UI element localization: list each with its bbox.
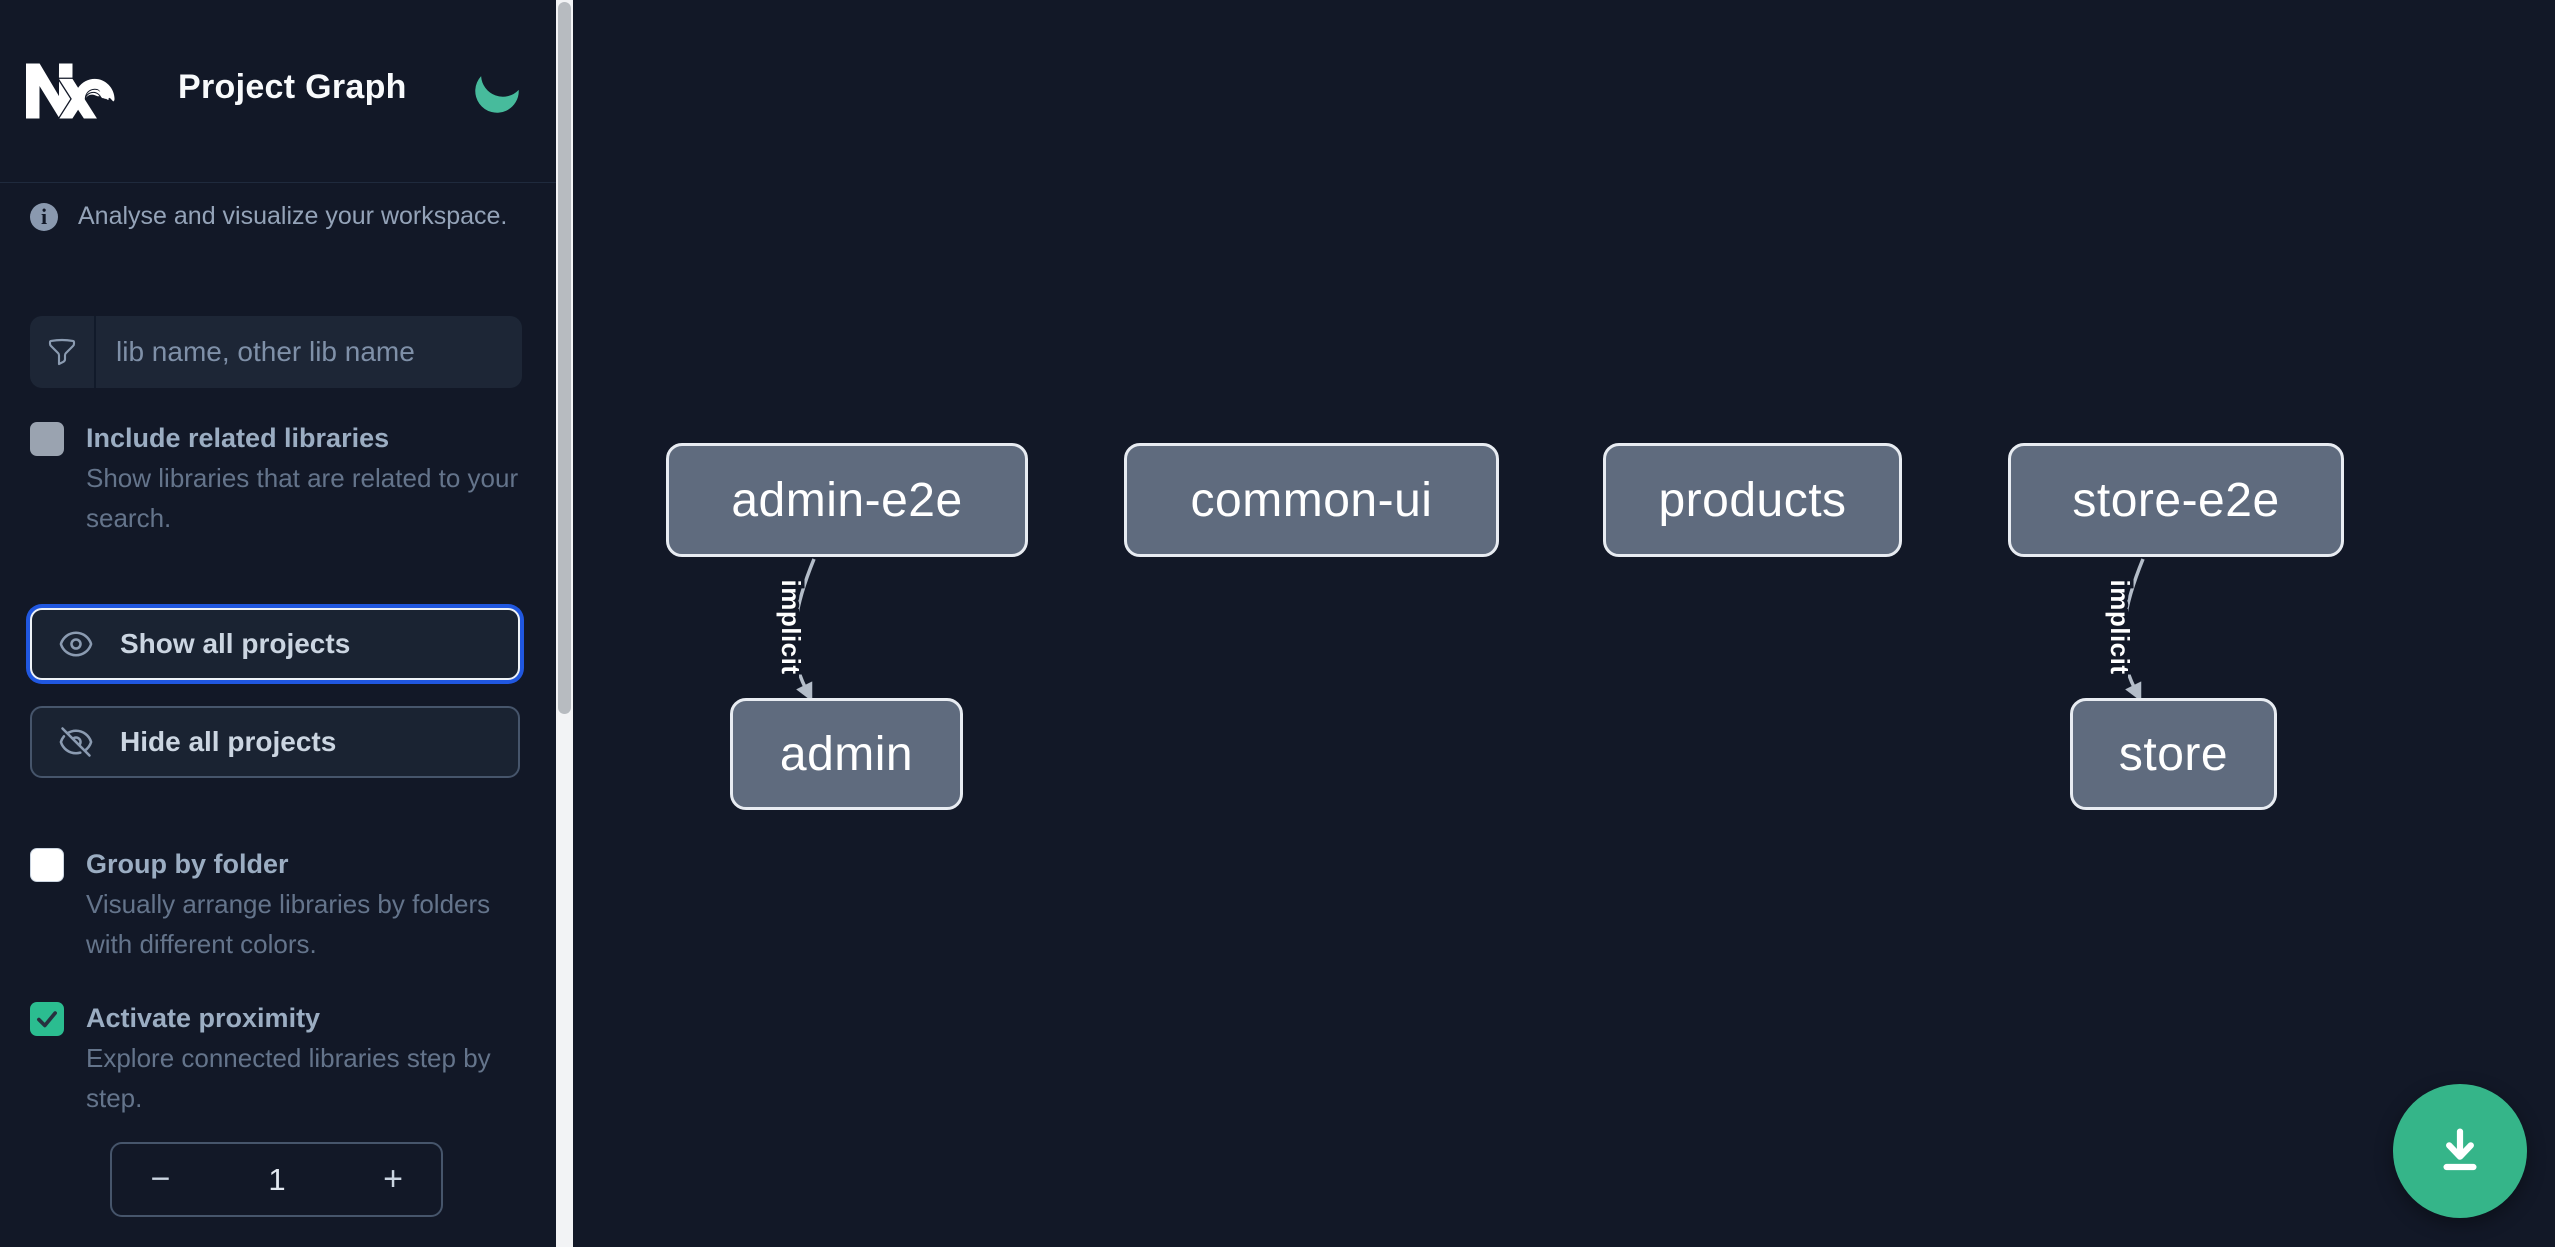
graph-node-admin-e2e[interactable]: admin-e2e: [666, 443, 1028, 557]
toggle-label: Include related libraries: [86, 423, 390, 453]
graph-edge-admin-e2e->admin: [792, 558, 816, 702]
check-icon: [37, 1011, 57, 1028]
button-label: Show all projects: [120, 628, 351, 659]
toggle-label: Activate proximity: [86, 1003, 321, 1033]
include-related-checkbox[interactable]: [30, 422, 64, 456]
download-icon: [2443, 1128, 2477, 1171]
search-box: [30, 316, 522, 388]
eye-icon: [59, 631, 93, 657]
toggle-description: Show libraries that are related to your …: [86, 463, 519, 533]
edge-label: implicit: [776, 579, 806, 674]
hide-all-projects-button[interactable]: Hide all projects: [30, 706, 520, 778]
increment-button[interactable]: +: [345, 1144, 441, 1215]
graph-edge-store-e2e->store: [2121, 558, 2145, 702]
show-all-projects-button[interactable]: Show all projects: [30, 608, 520, 680]
toggle-group-by-folder: Group by folder Visually arrange librari…: [30, 846, 531, 964]
page-title: Project Graph: [178, 68, 407, 106]
tagline-row: i Analyse and visualize your workspace.: [30, 202, 530, 231]
graph-node-admin[interactable]: admin: [730, 698, 963, 810]
scrollbar-thumb[interactable]: [558, 2, 571, 714]
eye-slash-icon: [59, 727, 93, 757]
button-label: Hide all projects: [120, 726, 337, 757]
toggle-label: Group by folder: [86, 849, 289, 879]
moon-icon[interactable]: [458, 52, 535, 129]
sidebar: Project Graph i Analyse and visualize yo…: [0, 0, 556, 1247]
proximity-depth-stepper: − 1 +: [110, 1142, 443, 1217]
filter-icon: [30, 316, 96, 388]
decrement-button[interactable]: −: [112, 1144, 209, 1215]
toggle-description: Visually arrange libraries by folders wi…: [86, 889, 491, 959]
activate-proximity-checkbox[interactable]: [30, 1002, 64, 1036]
graph-node-store[interactable]: store: [2070, 698, 2277, 810]
sidebar-header: Project Graph: [0, 0, 556, 183]
stepper-value: 1: [268, 1161, 286, 1197]
search-input[interactable]: [96, 316, 522, 388]
graph-node-common-ui[interactable]: common-ui: [1124, 443, 1499, 557]
toggle-include-related-libraries: Include related libraries Show libraries…: [30, 420, 531, 538]
info-glyph: i: [40, 203, 48, 229]
toggle-activate-proximity: Activate proximity Explore connected lib…: [30, 1000, 531, 1118]
tagline: Analyse and visualize your workspace.: [78, 202, 508, 230]
graph-node-store-e2e[interactable]: store-e2e: [2008, 443, 2344, 557]
edge-label: implicit: [2105, 579, 2135, 674]
group-by-folder-checkbox[interactable]: [30, 848, 64, 882]
toggle-description: Explore connected libraries step by step…: [86, 1043, 491, 1113]
graph-node-products[interactable]: products: [1603, 443, 1902, 557]
nx-logo: [26, 63, 115, 119]
download-button[interactable]: [2393, 1084, 2527, 1218]
info-icon: i: [30, 202, 58, 231]
sidebar-scrollbar[interactable]: [556, 0, 573, 1247]
